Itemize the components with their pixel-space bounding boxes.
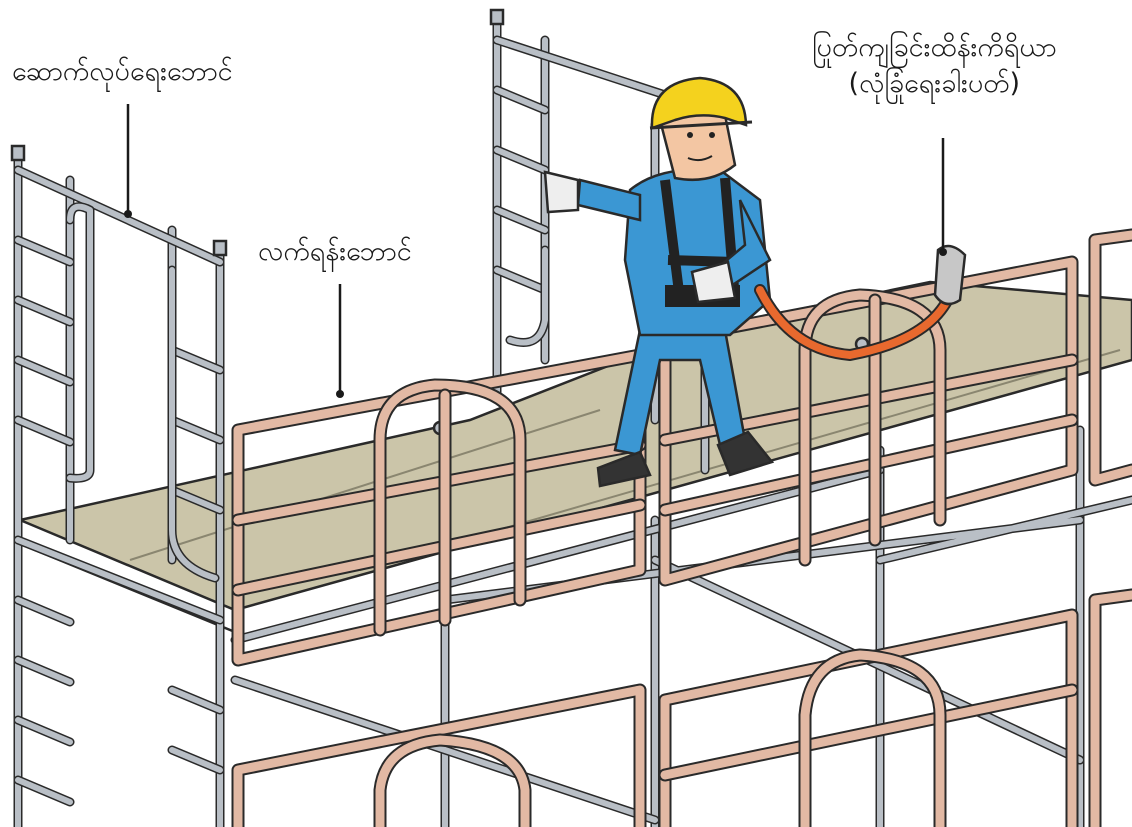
label-handrail-frame: လက်ရန်းဘောင် bbox=[258, 234, 412, 270]
label-fall-arrest-line1: ပြုတ်ကျခြင်းထိန်းကိရိယာ bbox=[812, 30, 1057, 66]
left-glove bbox=[545, 172, 578, 212]
label-fall-arrest: ပြုတ်ကျခြင်းထိန်းကိရိယာ (လုံခြုံရေးခါးပတ… bbox=[812, 30, 1057, 102]
snap-hook bbox=[935, 246, 965, 304]
label-work-frame: ဆောက်လုပ်ရေးဘောင် bbox=[12, 54, 233, 90]
label-fall-arrest-line2: (လုံခြုံရေးခါးပတ်) bbox=[812, 66, 1057, 102]
